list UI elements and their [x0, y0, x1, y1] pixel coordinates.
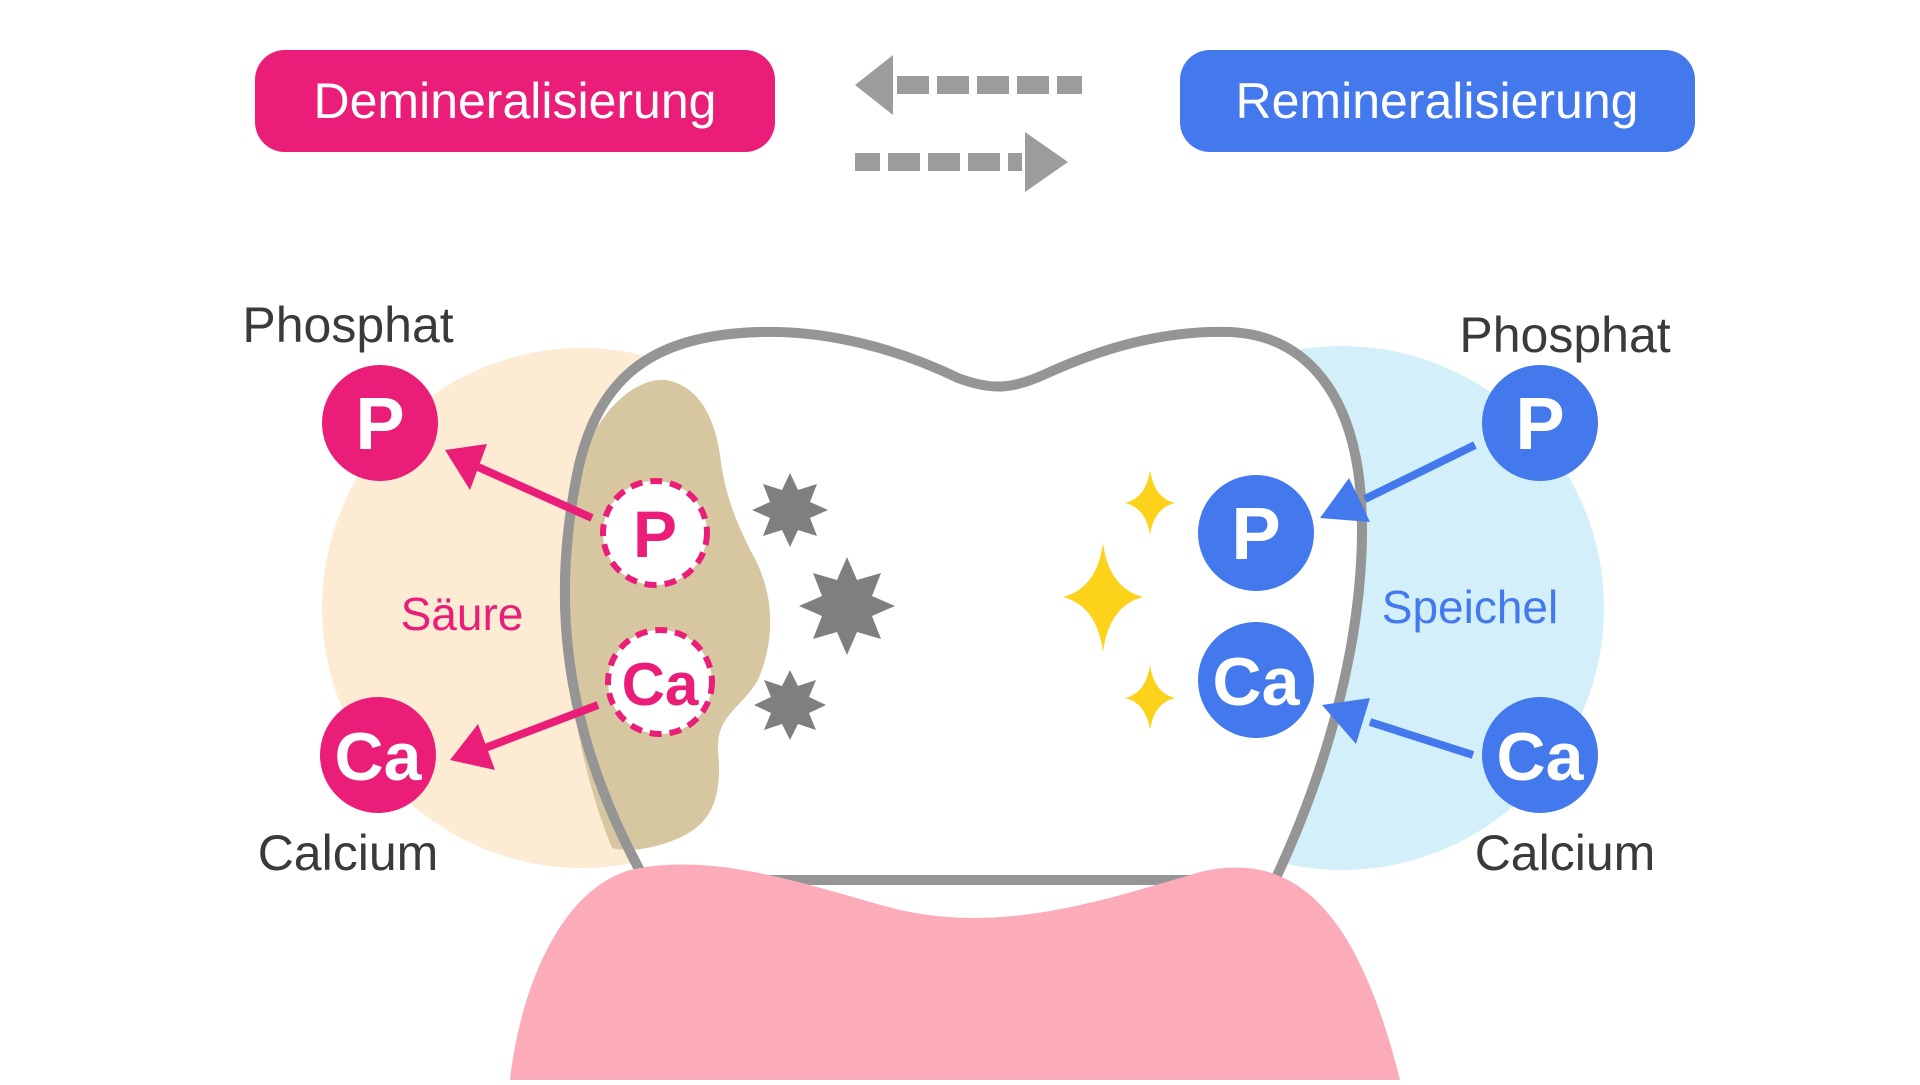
left-phosphate-ion-label: P: [355, 382, 404, 465]
acid-label: Säure: [401, 588, 524, 640]
left-calcium-ion-label: Ca: [335, 719, 423, 795]
dashed-arrow-left-icon: [855, 55, 1082, 115]
enamel-phosphate-ion-absorbed-label: P: [1231, 492, 1280, 575]
saliva-label: Speichel: [1382, 581, 1558, 633]
enamel-phosphate-ion-absorbed: [1198, 475, 1314, 591]
enamel-calcium-ion-absorbed: [1198, 622, 1314, 738]
enamel-calcium-ion-leaving-label: Ca: [622, 651, 699, 718]
demineralization-label: Demineralisierung: [314, 73, 717, 129]
left-calcium-caption: Calcium: [258, 825, 439, 881]
right-phosphate-ion: [1482, 365, 1598, 481]
right-calcium-caption: Calcium: [1475, 825, 1656, 881]
enamel-phosphate-ion-leaving-label: P: [633, 497, 677, 571]
enamel-calcium-ion-absorbed-label: Ca: [1213, 644, 1301, 720]
right-phosphate-caption: Phosphat: [1459, 307, 1670, 363]
tooth-outline-left: [559, 327, 765, 885]
left-phosphate-ion: [322, 365, 438, 481]
phosphate-uptake-arrow-icon: [1320, 441, 1477, 522]
calcium-release-arrow-icon: [450, 701, 600, 770]
left-calcium-ion: [320, 697, 436, 813]
right-calcium-ion-label: Ca: [1497, 719, 1585, 795]
damage-star-icon: [799, 557, 895, 655]
left-phosphate-caption: Phosphat: [242, 297, 453, 353]
damage-star-icon: [754, 670, 826, 740]
sparkle-icon: [1125, 665, 1175, 730]
gum: [510, 864, 1400, 1080]
enamel-calcium-ion-leaving: [605, 627, 715, 737]
dashed-arrow-right-icon: [855, 132, 1068, 192]
remineralization-pill: [1180, 50, 1695, 152]
damage-star-icon: [752, 473, 828, 547]
right-phosphate-ion-label: P: [1515, 382, 1564, 465]
calcium-uptake-arrow-icon: [1322, 698, 1475, 759]
remineralization-label: Remineralisierung: [1236, 73, 1639, 129]
enamel-phosphate-ion-leaving: [600, 478, 710, 588]
sparkle-icon: [1125, 470, 1175, 535]
phosphate-release-arrow-icon: [445, 444, 594, 522]
sparkle-icon: [1063, 543, 1143, 652]
demineralization-pill: [255, 50, 775, 152]
right-calcium-ion: [1482, 697, 1598, 813]
